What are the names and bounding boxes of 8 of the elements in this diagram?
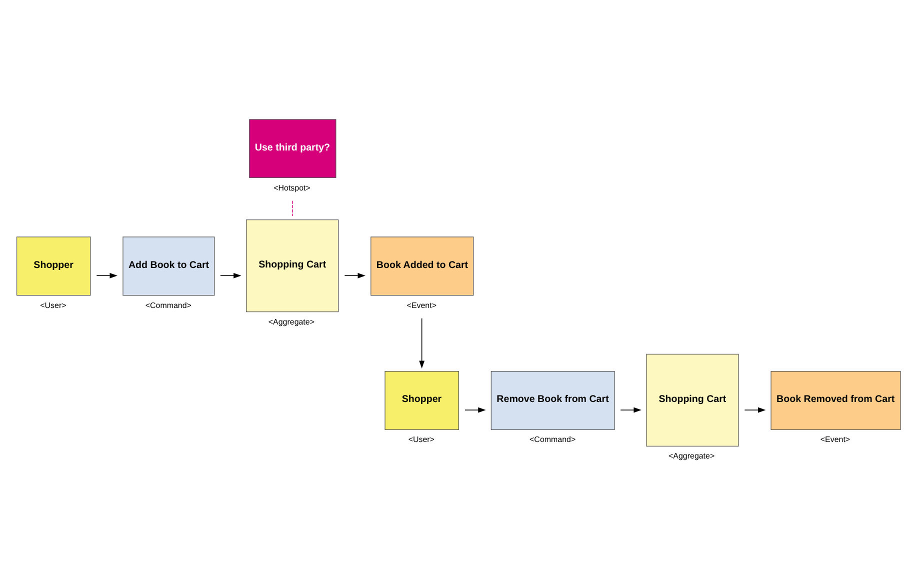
connector	[292, 200, 293, 216]
arrow	[419, 317, 425, 368]
arrow	[620, 406, 642, 412]
arrow	[744, 406, 766, 412]
arrow	[464, 406, 486, 412]
arrow	[220, 272, 242, 278]
arrow	[96, 272, 118, 278]
arrow	[344, 272, 366, 278]
